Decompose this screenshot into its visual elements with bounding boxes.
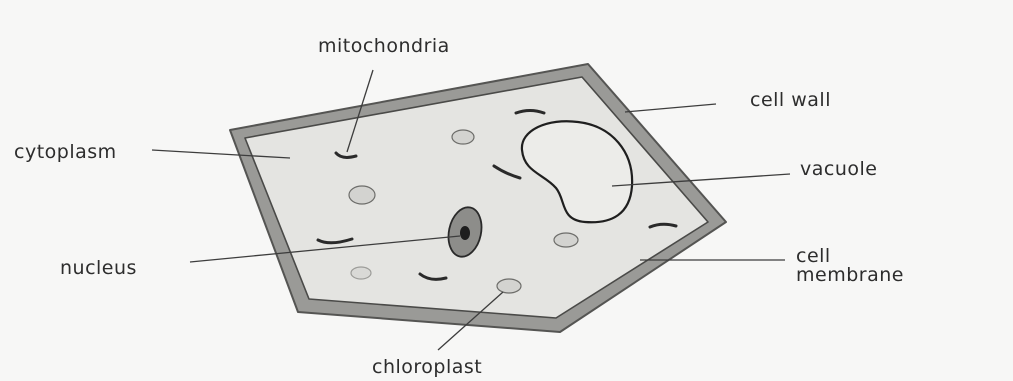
cytoplasm-label: cytoplasm	[14, 141, 117, 163]
cell-wall-leader	[625, 104, 716, 112]
vacuole-label: vacuole	[800, 158, 877, 180]
cell-wall-label: cell wall	[750, 89, 831, 111]
chloroplast	[554, 233, 578, 247]
chloroplast	[497, 279, 521, 293]
chloroplast	[349, 186, 375, 204]
mitochondria-label: mitochondria	[318, 35, 450, 57]
cell-membrane-label-line2: membrane	[796, 264, 904, 286]
nucleus-label: nucleus	[60, 257, 137, 279]
cytoplasm-region	[245, 77, 708, 318]
chloroplast	[351, 267, 371, 279]
chloroplast-label: chloroplast	[372, 356, 482, 378]
chloroplast	[452, 130, 474, 144]
